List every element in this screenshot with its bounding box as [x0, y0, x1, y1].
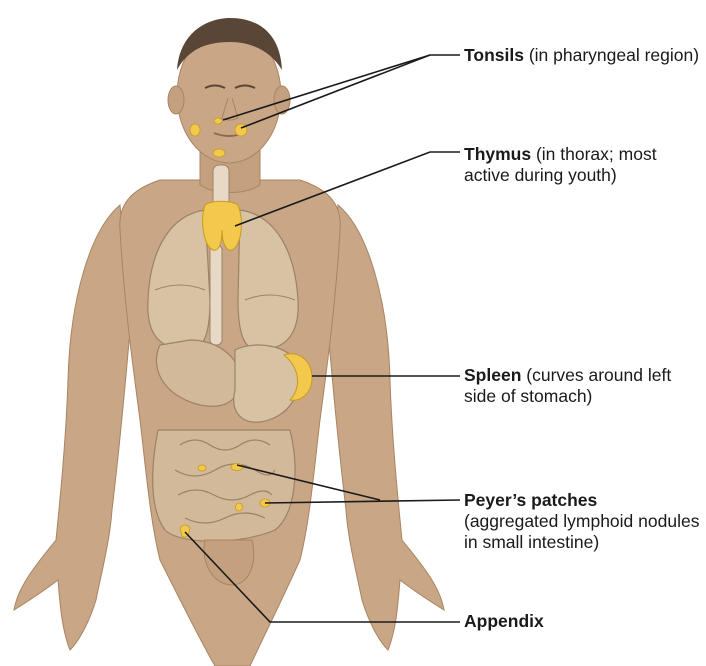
label-peyers-name: Peyer’s patches [464, 490, 597, 510]
label-appendix-name: Appendix [464, 611, 544, 631]
label-peyers-desc: (aggregated lymphoid nodules in small in… [464, 511, 699, 552]
human-figure-illustration [14, 18, 444, 666]
label-tonsils-desc: (in pharyngeal region) [524, 45, 699, 65]
label-tonsils: Tonsils (in pharyngeal region) [464, 45, 704, 66]
label-thymus: Thymus (in thorax; most active during yo… [464, 144, 704, 186]
label-tonsils-name: Tonsils [464, 45, 524, 65]
label-peyers-patches: Peyer’s patches(aggregated lymphoid nodu… [464, 490, 704, 553]
label-spleen: Spleen (curves around left side of stoma… [464, 365, 704, 407]
label-thymus-name: Thymus [464, 144, 531, 164]
label-spleen-name: Spleen [464, 365, 521, 385]
label-appendix: Appendix [464, 611, 704, 632]
